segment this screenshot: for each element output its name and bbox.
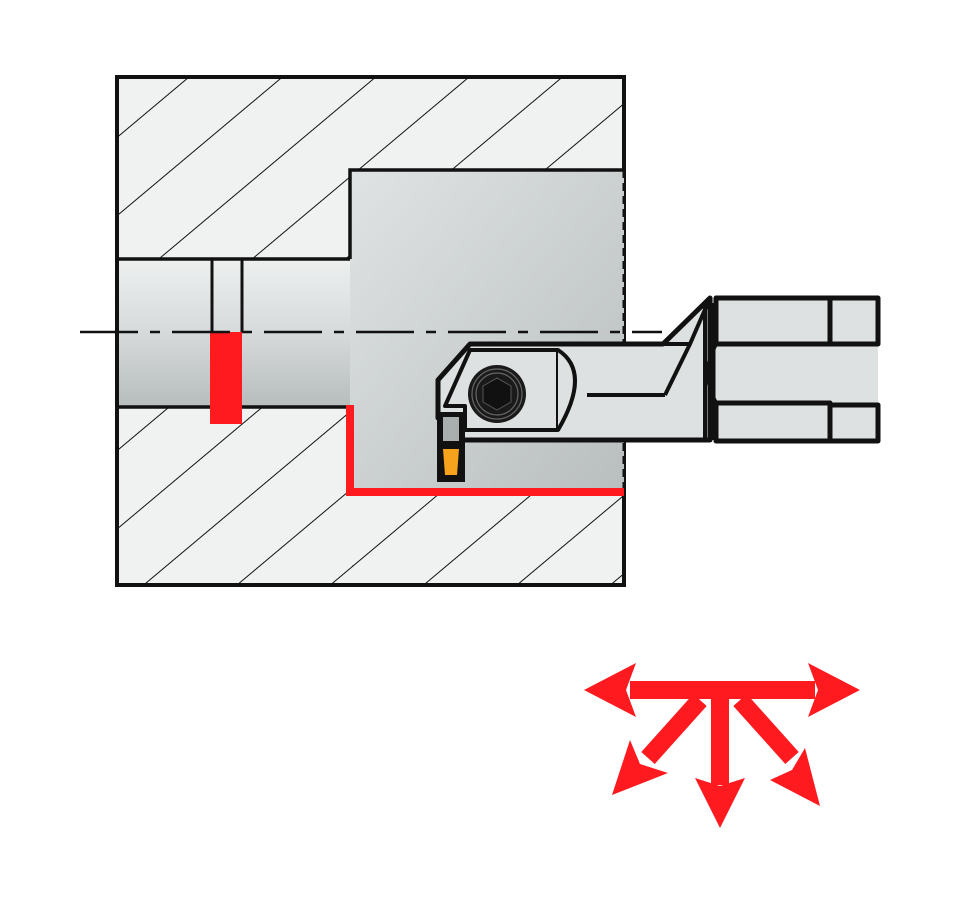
cut-profile (346, 405, 624, 496)
cutting-insert (437, 412, 465, 482)
clamp-screw-icon (468, 365, 526, 423)
groove (210, 259, 244, 424)
feed-direction-arrows-icon (584, 663, 860, 828)
